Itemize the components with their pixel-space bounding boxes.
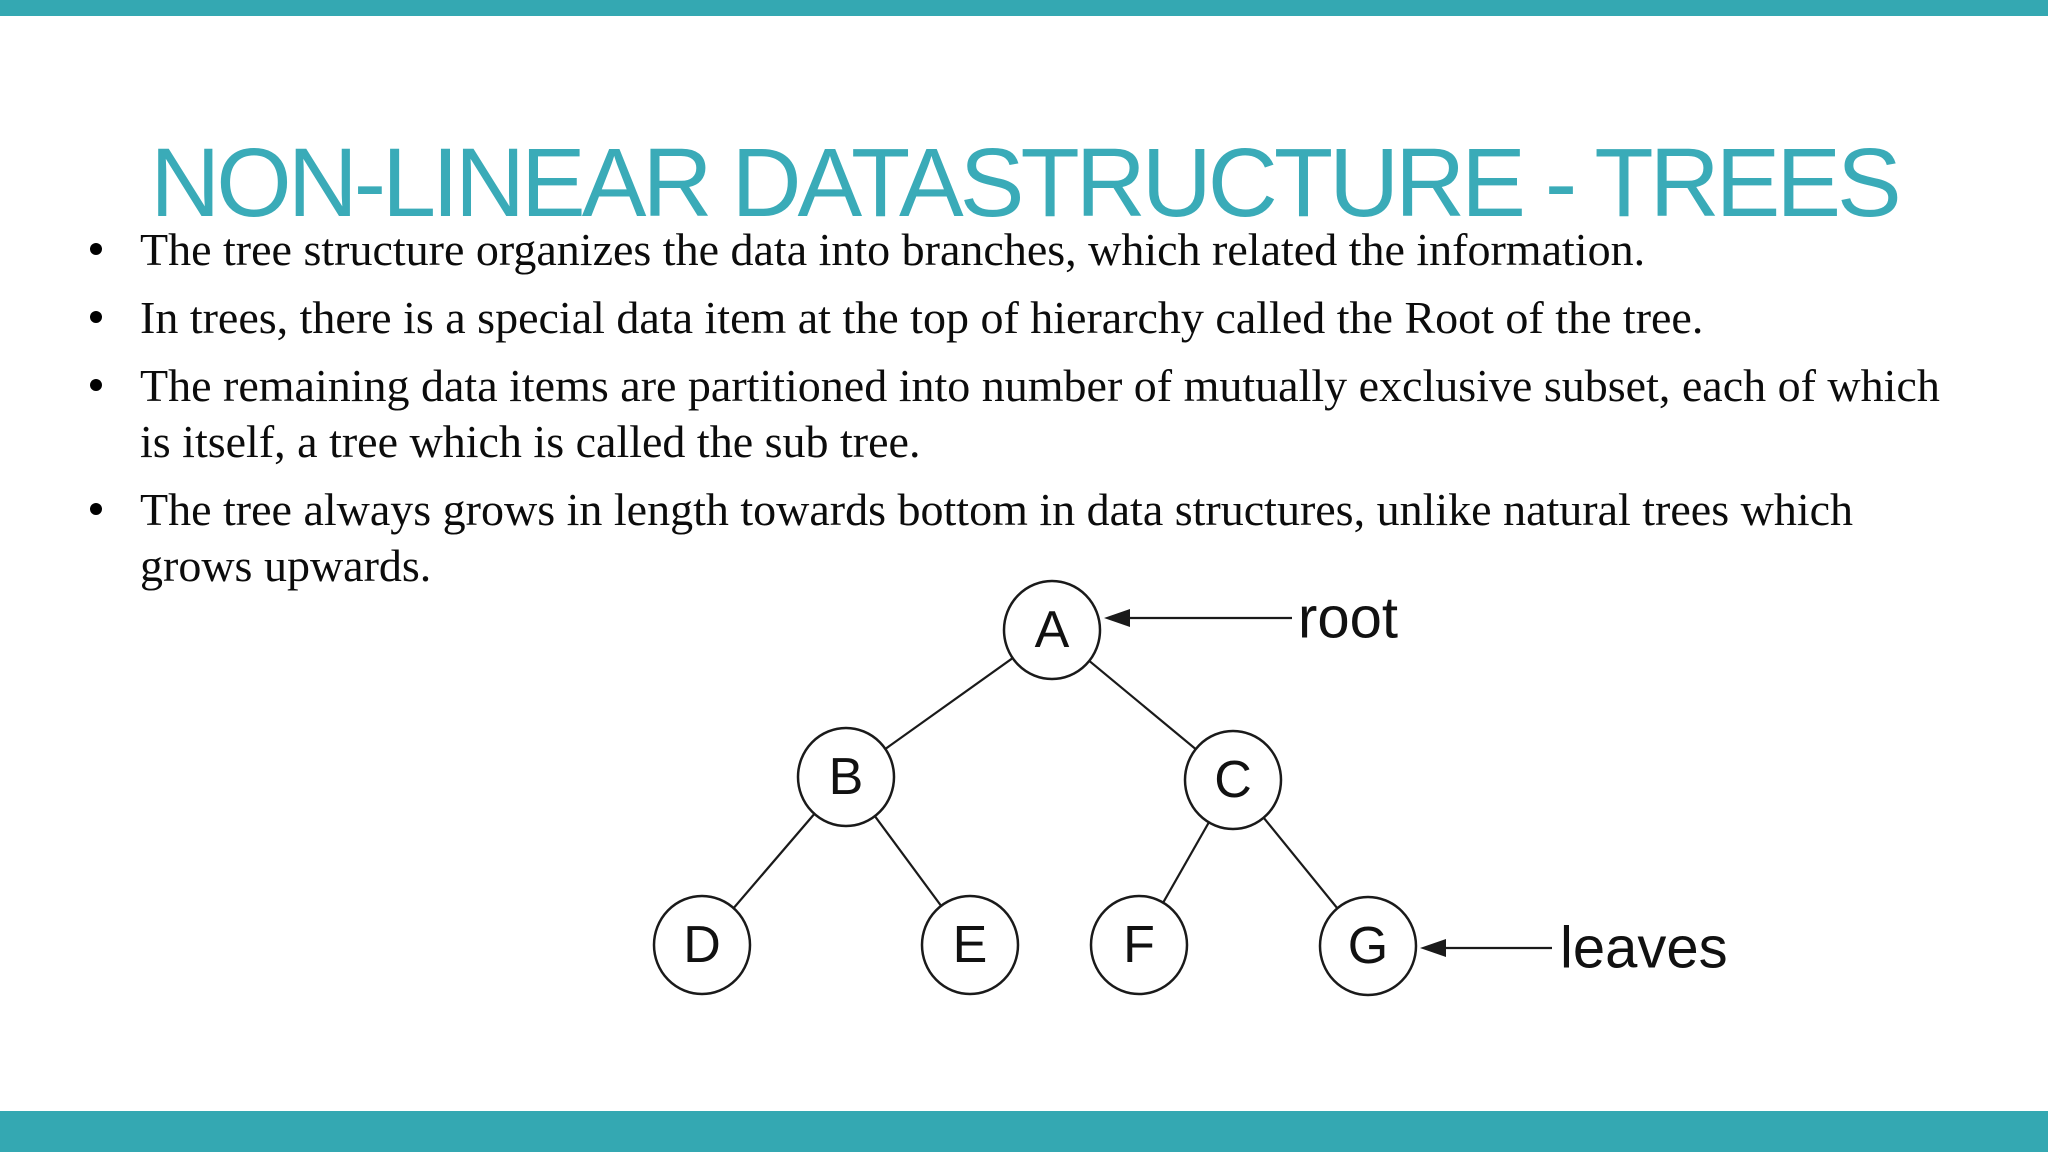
bullet-list: The tree structure organizes the data in… — [88, 222, 1975, 606]
tree-node-F — [1089, 894, 1189, 996]
root-arrowhead-icon — [1104, 609, 1130, 627]
bullet-item-2: In trees, there is a special data item a… — [88, 290, 1975, 346]
tree-node-C — [1183, 729, 1283, 831]
bullet-dot-icon — [90, 503, 102, 515]
tree-node-label-E: E — [953, 916, 988, 974]
tree-node-G — [1318, 895, 1418, 997]
tree-node-label-C: C — [1214, 751, 1252, 809]
tree-node-label-A: A — [1035, 601, 1070, 659]
tree-node-B — [796, 726, 896, 828]
leaves-arrowhead-icon — [1420, 939, 1446, 957]
bullet-text: The remaining data items are partitioned… — [140, 360, 1940, 467]
leaves-label: leaves — [1560, 916, 1728, 981]
tree-node-label-D: D — [683, 916, 721, 974]
bullet-text: The tree structure organizes the data in… — [140, 224, 1646, 275]
tree-node-A — [1002, 579, 1102, 681]
tree-node-D — [652, 894, 752, 996]
root-label: root — [1298, 586, 1398, 651]
bullet-text: The tree always grows in length towards … — [140, 484, 1854, 591]
top-accent-bar — [0, 0, 2048, 16]
tree-node-label-G: G — [1348, 917, 1388, 975]
bullet-dot-icon — [90, 243, 102, 255]
bullet-text: In trees, there is a special data item a… — [140, 292, 1704, 343]
bullet-dot-icon — [90, 311, 102, 323]
bullet-item-4: The tree always grows in length towards … — [88, 482, 1975, 594]
bullet-item-3: The remaining data items are partitioned… — [88, 358, 1975, 470]
slide-title: NON-LINEAR DATASTRUCTURE - TREES — [150, 127, 1902, 237]
bullet-dot-icon — [90, 379, 102, 391]
tree-node-label-B: B — [829, 748, 864, 806]
tree-node-E — [920, 894, 1020, 996]
bottom-accent-bar — [0, 1111, 2048, 1152]
tree-node-label-F: F — [1123, 916, 1155, 974]
bullet-item-1: The tree structure organizes the data in… — [88, 222, 1975, 278]
